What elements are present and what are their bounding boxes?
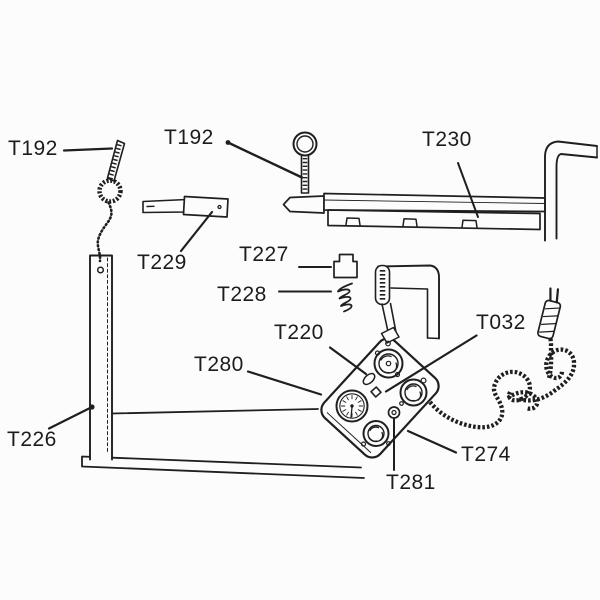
- mounting-bracket: [374, 264, 440, 347]
- part-label-t220: T220: [274, 321, 324, 344]
- timer-dial-t280: [335, 389, 369, 423]
- spit-rod-t230: [282, 140, 598, 242]
- knob-t220: [373, 348, 404, 379]
- part-label-t274: T274: [461, 443, 511, 466]
- part-label-t192-left: T192: [8, 137, 58, 160]
- part-label-t226: T226: [7, 428, 57, 451]
- part-label-t192-top: T192: [164, 126, 214, 149]
- plug-block-t227: [333, 253, 358, 279]
- part-label-t230: T230: [422, 128, 472, 151]
- support-bracket-frame-t226: [81, 254, 365, 479]
- leader-lines: [47, 140, 479, 471]
- motor-box: [320, 337, 440, 459]
- switch-t032: [370, 386, 382, 398]
- part-label-t228: T228: [217, 283, 267, 306]
- indicator-oval: [362, 372, 376, 386]
- screw-t281: [387, 406, 401, 419]
- power-cord: [428, 332, 577, 430]
- knob-bottom: [360, 420, 391, 447]
- part-label-t227: T227: [239, 243, 289, 266]
- part-label-t281: T281: [386, 471, 436, 494]
- part-label-t032: T032: [476, 311, 526, 334]
- spring-t228: [337, 282, 353, 313]
- power-plug: [537, 287, 562, 340]
- knob-right: [399, 377, 428, 407]
- rod-coupling-t229: [142, 195, 229, 218]
- hitch-pin-ring-chain-t192: [96, 139, 126, 263]
- ring-pin-t192-top: [292, 131, 318, 194]
- part-label-t229: T229: [137, 251, 187, 274]
- part-label-t280: T280: [194, 353, 244, 376]
